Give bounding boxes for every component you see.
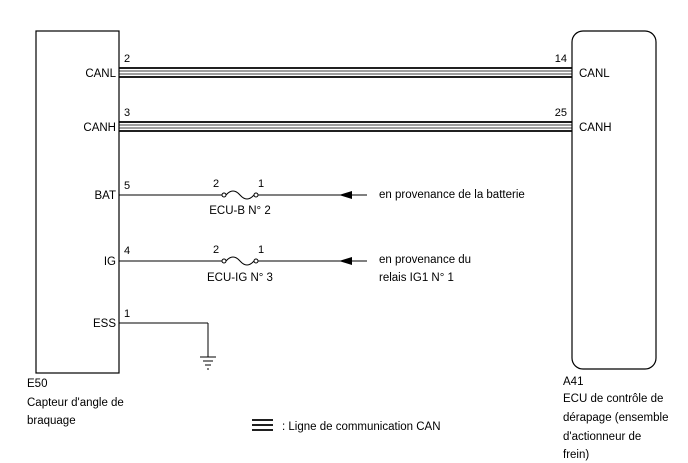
canh-line xyxy=(119,121,572,132)
left-component-code: E50 xyxy=(27,378,47,390)
ig-source-line-1: en provenance du xyxy=(379,254,471,266)
ig-source-line-2: relais IG1 N° 1 xyxy=(379,272,454,284)
ig-signal: IG xyxy=(104,256,116,268)
ig-wire xyxy=(119,256,367,266)
bat-source-line-1: en provenance de la batterie xyxy=(379,189,525,201)
left-component-name-2: braquage xyxy=(27,415,76,427)
can-legend-icon xyxy=(252,419,273,431)
canh-left-signal: CANH xyxy=(83,122,116,134)
ig-arrow-icon xyxy=(339,257,352,265)
ground-icon xyxy=(200,356,216,370)
left-component-name-1: Capteur d'angle de xyxy=(27,397,124,409)
ess-signal: ESS xyxy=(93,318,116,330)
canl-right-signal: CANL xyxy=(579,68,610,80)
left-component-box xyxy=(35,30,120,374)
canl-left-pin: 2 xyxy=(124,53,130,65)
canl-left-signal: CANL xyxy=(85,68,116,80)
ig-fuse-pin-b: 1 xyxy=(258,244,264,256)
ig-fuse-pin-a: 2 xyxy=(213,244,219,256)
bat-wire xyxy=(119,190,367,200)
canh-right-pin: 25 xyxy=(555,107,567,119)
canh-right-signal: CANH xyxy=(579,122,612,134)
ig-fuse-icon xyxy=(225,256,255,266)
bat-arrow-icon xyxy=(339,191,352,199)
right-component-code: A41 xyxy=(563,376,583,388)
bat-fuse-name: ECU-B N° 2 xyxy=(209,205,270,217)
canh-left-pin: 3 xyxy=(124,107,130,119)
bat-fuse-pin-a: 2 xyxy=(213,178,219,190)
canl-line xyxy=(119,67,572,78)
right-component-name-2: dérapage (ensemble xyxy=(563,412,669,424)
right-component-name-4: frein) xyxy=(563,449,589,461)
ig-pin: 4 xyxy=(124,245,130,257)
bat-pin: 5 xyxy=(124,180,130,192)
canl-right-pin: 14 xyxy=(555,53,567,65)
ess-wire xyxy=(119,322,216,370)
legend-text: : Ligne de communication CAN xyxy=(282,421,441,433)
bat-fuse-icon xyxy=(225,190,255,200)
ig-fuse-name: ECU-IG N° 3 xyxy=(207,272,273,284)
right-component-name-1: ECU de contrôle de xyxy=(563,393,663,405)
bat-signal: BAT xyxy=(94,190,116,202)
right-component-box xyxy=(571,30,657,370)
ess-pin: 1 xyxy=(124,308,130,320)
right-component-name-3: d'actionneur de xyxy=(563,431,641,443)
bat-fuse-pin-b: 1 xyxy=(258,178,264,190)
